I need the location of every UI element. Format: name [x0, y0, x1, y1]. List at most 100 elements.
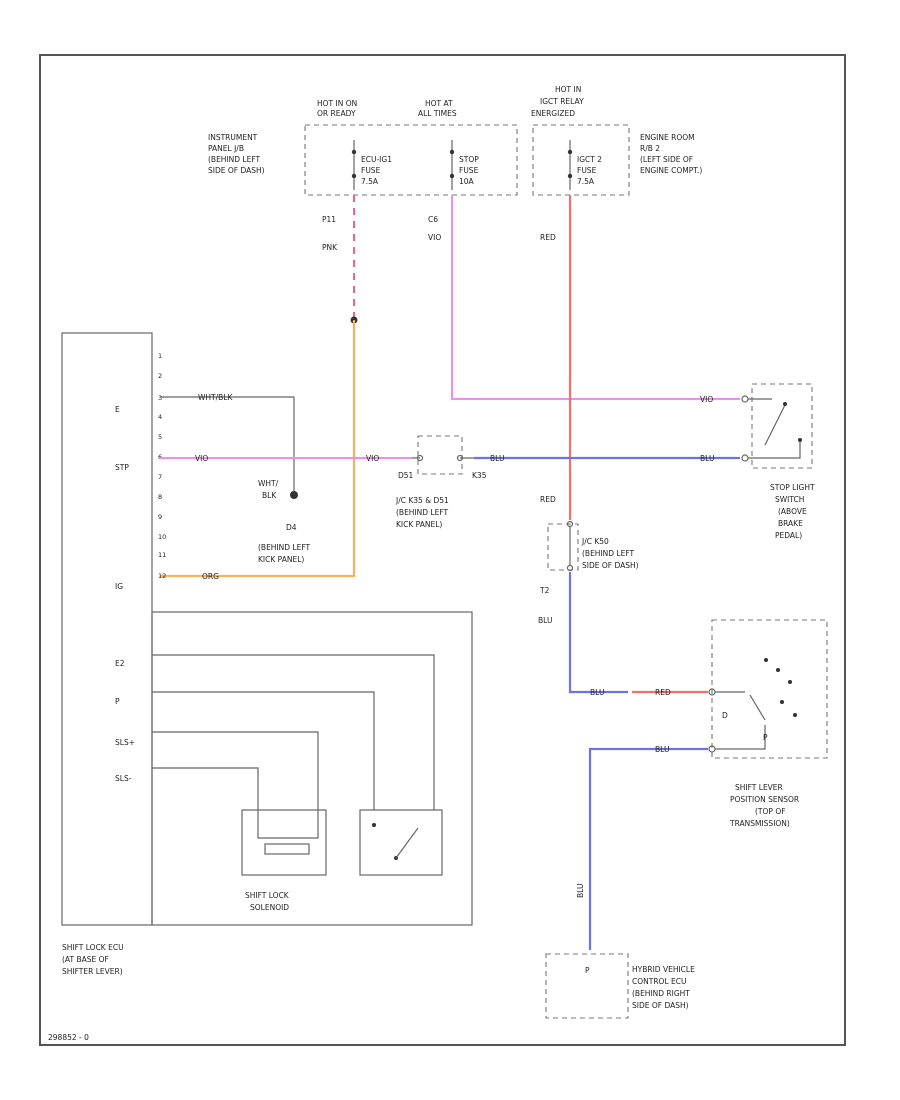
fuse-stop-header: HOT AT: [425, 99, 453, 108]
wire-label-blu-5: BLU: [655, 745, 669, 754]
svg-text:11: 11: [158, 551, 166, 559]
fuse-ecu-ig1-rating: 7.5A: [361, 177, 379, 186]
svg-text:BRAKE: BRAKE: [778, 519, 803, 528]
fuse-igct2-name: IGCT 2: [577, 155, 602, 164]
svg-text:ENGINE COMPT.): ENGINE COMPT.): [640, 166, 702, 175]
fuse-ecu-ig1-name: ECU-IG1: [361, 155, 392, 164]
fuse-igct2-sub2: ENERGIZED: [531, 109, 575, 118]
solenoid-coil: [257, 810, 319, 839]
svg-text:7: 7: [158, 473, 162, 481]
wire-e2: [152, 654, 435, 810]
connector-c6: C6: [428, 215, 438, 224]
engine-room-rb2-label: ENGINE ROOM R/B 2 (LEFT SIDE OF ENGINE C…: [640, 133, 702, 175]
svg-text:INSTRUMENT: INSTRUMENT: [208, 133, 258, 142]
shift-lock-ecu-label: SHIFT LOCK ECU (AT BASE OF SHIFTER LEVER…: [62, 943, 124, 976]
hybrid-vehicle-ecu-label: HYBRID VEHICLE CONTROL ECU (BEHIND RIGHT…: [632, 965, 695, 1010]
fuse-igct2-rating: 7.5A: [577, 177, 595, 186]
shift-lock-solenoid-label: SHIFT LOCK SOLENOID: [245, 891, 290, 912]
engine-room-rb2-box: [532, 124, 630, 196]
hybrid-vehicle-ecu-box: [545, 953, 629, 1019]
ecu-pin-p: P: [115, 697, 120, 706]
wire-label-red-3: RED: [655, 688, 671, 697]
svg-text:SHIFT LOCK: SHIFT LOCK: [245, 891, 290, 900]
wire-label-org: ORG: [202, 572, 219, 581]
svg-text:SIDE OF DASH): SIDE OF DASH): [208, 166, 265, 175]
svg-text:SHIFT LOCK ECU: SHIFT LOCK ECU: [62, 943, 124, 952]
instrument-panel-jb-label: INSTRUMENT PANEL J/B (BEHIND LEFT SIDE O…: [208, 133, 265, 175]
svg-text:5: 5: [158, 433, 162, 441]
svg-text:PANEL J/B: PANEL J/B: [208, 144, 244, 153]
svg-text:POSITION SENSOR: POSITION SENSOR: [730, 795, 799, 804]
diagram-id-footer: 298852 - 0: [48, 1033, 89, 1042]
wire-p: [152, 691, 375, 810]
wire-label-blu-6: BLU: [576, 884, 585, 898]
ecu-pin-stp: STP: [115, 463, 129, 472]
svg-text:SHIFT LEVER: SHIFT LEVER: [735, 783, 783, 792]
sensor-pin-p: P: [763, 733, 768, 742]
wire-label-pnk: PNK: [322, 243, 338, 252]
wire-label-blu-4: BLU: [590, 688, 604, 697]
wire-sls-plus: [152, 731, 319, 810]
svg-text:SOLENOID: SOLENOID: [250, 903, 289, 912]
fuse-igct2: HOT IN IGCT RELAY ENERGIZED IGCT 2 FUSE …: [531, 85, 602, 190]
fuse-stop-sub: ALL TIMES: [418, 109, 457, 118]
svg-text:SWITCH: SWITCH: [775, 495, 804, 504]
fuse-stop: HOT AT ALL TIMES STOP FUSE 10A: [418, 99, 479, 190]
diagram-frame: [39, 54, 846, 1046]
svg-text:(BEHIND LEFT: (BEHIND LEFT: [258, 543, 311, 552]
jc-k50-box: [547, 523, 579, 571]
svg-text:2: 2: [158, 372, 162, 380]
connector-p11: P11: [322, 215, 336, 224]
svg-text:ENGINE ROOM: ENGINE ROOM: [640, 133, 695, 142]
wire-label-vio-2: VIO: [700, 395, 713, 404]
ecu-pin-numbers: 1 2 3 4 5 6 7 8 9 10 11 12: [158, 352, 166, 580]
wire-label-blu-1: BLU: [490, 454, 504, 463]
shift-position-sensor-label: SHIFT LEVER POSITION SENSOR (TOP OF TRAN…: [729, 783, 799, 828]
svg-text:SIDE OF DASH): SIDE OF DASH): [582, 561, 639, 570]
svg-text:KICK PANEL): KICK PANEL): [396, 520, 442, 529]
svg-text:10: 10: [158, 533, 166, 541]
sensor-label-d: D: [722, 711, 728, 720]
svg-text:CONTROL ECU: CONTROL ECU: [632, 977, 686, 986]
svg-text:(ABOVE: (ABOVE: [778, 507, 807, 516]
fuse-igct2-fuse: FUSE: [577, 166, 597, 175]
fuse-ecu-ig1: HOT IN ON OR READY ECU-IG1 FUSE 7.5A: [317, 99, 392, 190]
svg-text:HYBRID VEHICLE: HYBRID VEHICLE: [632, 965, 695, 974]
svg-text:D4: D4: [286, 523, 297, 532]
wire-org: [160, 320, 356, 578]
wire-vio-stop-fuse: [451, 195, 740, 400]
svg-text:(BEHIND RIGHT: (BEHIND RIGHT: [632, 989, 690, 998]
svg-text:SHIFTER LEVER): SHIFTER LEVER): [62, 967, 123, 976]
wire-label-wht-blk: WHT/BLK: [198, 393, 233, 402]
ground-point: [290, 491, 298, 499]
wire-blu-hv-ecu: [588, 747, 708, 950]
stop-switch-contacts: [748, 398, 801, 459]
instrument-panel-jb-box: [304, 124, 518, 196]
svg-text:12: 12: [158, 572, 166, 580]
svg-text:8: 8: [158, 493, 162, 501]
fuse-stop-rating: 10A: [459, 177, 475, 186]
stop-light-switch-label: STOP LIGHT SWITCH (ABOVE BRAKE PEDAL): [770, 483, 815, 540]
svg-text:KICK PANEL): KICK PANEL): [258, 555, 304, 564]
wire-label-blu-3: BLU: [538, 616, 552, 625]
svg-text:(BEHIND LEFT: (BEHIND LEFT: [582, 549, 635, 558]
jc-k35-d51-box: [417, 435, 463, 475]
svg-text:9: 9: [158, 513, 162, 521]
svg-text:(LEFT SIDE OF: (LEFT SIDE OF: [640, 155, 693, 164]
fuse-ecu-ig1-sub: OR READY: [317, 109, 356, 118]
svg-text:(BEHIND LEFT: (BEHIND LEFT: [396, 508, 449, 517]
fuse-stop-fuse: FUSE: [459, 166, 479, 175]
wire-label-red-1: RED: [540, 233, 556, 242]
fuse-igct2-header: HOT IN: [555, 85, 581, 94]
shift-lock-ecu-box: [61, 332, 153, 926]
wire-blu-shift-sensor: [568, 572, 628, 694]
svg-text:TRANSMISSION): TRANSMISSION): [729, 819, 790, 828]
wire-label-red-2: RED: [540, 495, 556, 504]
svg-text:J/C K35 & D51: J/C K35 & D51: [395, 496, 449, 505]
ecu-pin-ig: IG: [115, 582, 123, 591]
svg-text:SIDE OF DASH): SIDE OF DASH): [632, 1001, 689, 1010]
wire-label-ground-2: BLK: [262, 491, 277, 500]
ecu-pin-e: E: [115, 405, 120, 414]
svg-text:4: 4: [158, 413, 162, 421]
